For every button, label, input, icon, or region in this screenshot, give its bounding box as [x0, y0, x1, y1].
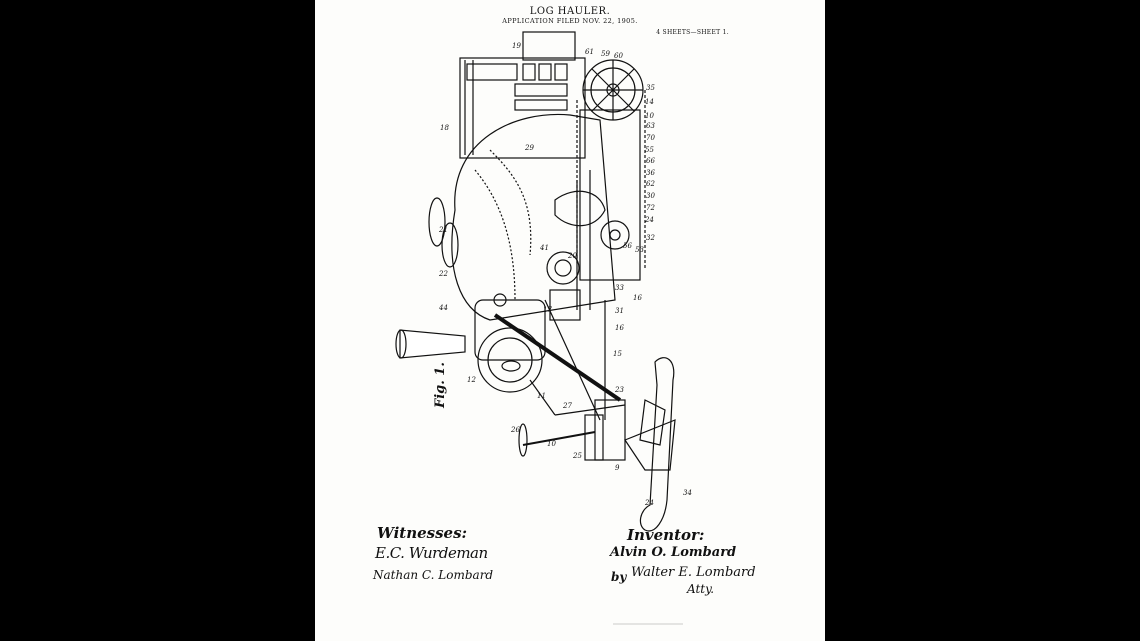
reference-numeral: 72	[646, 204, 655, 212]
reference-numeral: 12	[467, 376, 476, 384]
reference-numeral: 32	[646, 234, 655, 242]
reference-numeral: 9	[615, 464, 620, 472]
reference-numeral: 16	[633, 294, 642, 302]
boiler-body	[451, 113, 616, 321]
reference-numeral: 55	[645, 146, 654, 154]
reference-numeral: 22	[438, 270, 448, 278]
reference-numeral: 16	[615, 324, 624, 332]
reference-numeral: 66	[646, 157, 655, 165]
witness-signature-2: Nathan C. Lombard	[373, 568, 494, 582]
reference-numeral: 53	[635, 246, 644, 254]
reference-numeral: 33	[615, 284, 624, 292]
reference-numeral: 59	[601, 50, 610, 58]
by-label: by	[611, 570, 627, 584]
reference-numeral: 25	[572, 452, 582, 460]
reference-numeral: 18	[440, 124, 449, 132]
reference-numeral: 34	[683, 489, 692, 497]
attorney-title: Atty.	[687, 582, 715, 596]
reference-numeral: 30	[646, 192, 655, 200]
reference-numeral: 17	[543, 306, 552, 314]
witnesses-label: Witnesses:	[377, 524, 468, 542]
reference-numeral: 44	[438, 304, 448, 312]
reference-numeral: 21	[438, 226, 448, 234]
application-date: APPLICATION FILED NOV. 22, 1905.	[502, 17, 638, 25]
attorney-signature: Walter E. Lombard	[631, 565, 756, 580]
reference-numeral: 62	[646, 180, 655, 188]
witness-signature-1: E.C. Wurdeman	[375, 544, 488, 562]
reference-numerals: 19 61 59 60 35 14 10 63 18 29 70 55 66 36 62 30 21 7…	[438, 42, 692, 507]
sheet-count: 4 SHEETS—SHEET 1.	[656, 29, 729, 36]
crawler-tread	[579, 109, 641, 281]
reference-numeral: 11	[537, 392, 546, 400]
smokestack	[399, 329, 466, 359]
reference-numeral: 23	[614, 386, 624, 394]
inventor-label: Inventor:	[627, 526, 705, 544]
front-truck	[594, 399, 626, 461]
reference-numeral: 20	[567, 252, 577, 260]
reference-numeral: 60	[614, 52, 623, 60]
reference-numeral: 35	[646, 84, 655, 92]
figure-label: Fig. 1.	[433, 362, 448, 408]
smokebox	[474, 299, 546, 361]
reference-numeral: 63	[646, 122, 655, 130]
reference-numeral: 24	[644, 499, 654, 507]
document-title: LOG HAULER.	[529, 6, 611, 17]
reference-numeral: 61	[585, 48, 594, 56]
runner-ski	[639, 357, 675, 532]
reference-numeral: 27	[562, 402, 572, 410]
reference-numeral: 10	[645, 112, 654, 120]
reference-numeral: 24	[644, 216, 654, 224]
reference-numeral: 41	[539, 244, 549, 252]
reference-numeral: 14	[645, 98, 654, 106]
reference-numeral: 10	[547, 440, 556, 448]
reference-numeral: 26	[510, 426, 520, 434]
reference-numeral: 19	[512, 42, 521, 50]
reference-numeral: 36	[646, 169, 655, 177]
patent-sheet: LOG HAULER. APPLICATION FILED NOV. 22, 1…	[315, 0, 825, 641]
reference-numeral: 29	[524, 144, 534, 152]
inventor-signature: Alvin O. Lombard	[610, 545, 737, 560]
reference-numeral: 70	[646, 134, 655, 142]
log-hauler-drawing: 19 61 59 60 35 14 10 63 18 29 70 55 66 36 62 30 21 7…	[395, 31, 692, 625]
reference-numeral: 15	[613, 350, 622, 358]
reference-numeral: 56	[623, 242, 632, 250]
reference-numeral: 31	[615, 307, 624, 315]
